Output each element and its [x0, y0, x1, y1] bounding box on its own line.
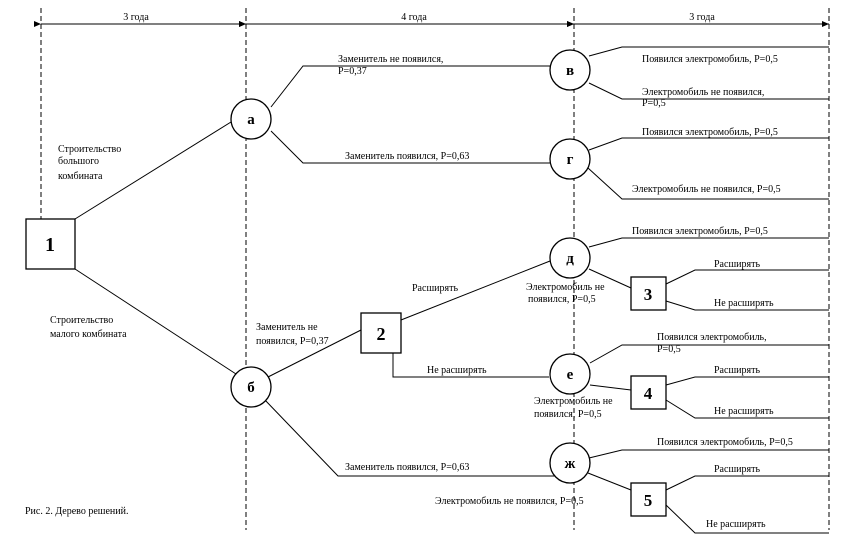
label-4-expand: Расширять — [714, 365, 760, 376]
label-2-no-expand: Не расширять — [427, 365, 487, 376]
edge-g-down — [587, 167, 829, 200]
edge-2-e — [392, 353, 549, 378]
edge-v-up — [588, 46, 829, 57]
label-5-no-expand: Не расширять — [706, 519, 766, 530]
svg-text:е: е — [567, 367, 574, 383]
decision-node-5: 5 — [630, 482, 667, 517]
edge-d-up — [588, 237, 829, 248]
label-g-up: Появился электромобиль, P=0,5 — [642, 127, 778, 138]
edge-2-d — [400, 260, 551, 321]
label-e-4-1: Электромобиль не — [534, 396, 613, 407]
edge-v-down — [588, 82, 829, 100]
label-g-down: Электромобиль не появился, P=0,5 — [632, 184, 781, 195]
edge-b-zh — [263, 398, 570, 477]
edge-a-v — [270, 65, 570, 108]
edge-zh-5 — [587, 472, 632, 491]
edge-zh-up — [588, 449, 829, 459]
label-3-expand: Расширять — [714, 259, 760, 270]
edge-5-expand — [665, 475, 829, 491]
chance-node-e: е — [549, 353, 591, 395]
figure-caption: Рис. 2. Дерево решений. — [25, 506, 128, 517]
decision-node-3: 3 — [630, 276, 667, 311]
svg-text:ж: ж — [565, 456, 576, 472]
label-b-2-1: Заменитель не — [256, 322, 318, 333]
period-label-1: 3 года — [123, 12, 149, 23]
svg-text:5: 5 — [644, 491, 653, 510]
edge-1-a — [74, 121, 232, 220]
svg-text:г: г — [567, 152, 574, 168]
label-e-4-2: появился, P=0,5 — [534, 409, 602, 420]
edge-3-no — [665, 300, 829, 311]
label-d-3-1: Электромобиль не — [526, 282, 605, 293]
label-small-plant-1: Строительство — [50, 315, 113, 326]
label-v-down-2: P=0,5 — [642, 98, 666, 109]
edge-e-4 — [589, 384, 632, 391]
chance-node-b: б — [230, 366, 272, 408]
label-a-g: Заменитель появился, P=0,63 — [345, 151, 469, 162]
edge-b-2 — [267, 329, 362, 378]
svg-text:2: 2 — [377, 324, 386, 344]
edge-d-3 — [588, 268, 632, 289]
label-small-plant-2: малого комбината — [50, 329, 127, 340]
chance-node-zh: ж — [549, 442, 591, 484]
label-big-plant-2: большого — [58, 156, 99, 167]
label-5-expand: Расширять — [714, 464, 760, 475]
label-big-plant-3: комбината — [58, 171, 103, 182]
label-d-up: Появился электромобиль, P=0,5 — [632, 226, 768, 237]
edge-e-up — [589, 344, 829, 364]
label-zh-5: Электромобиль не появился, P=0,5 — [435, 496, 584, 507]
svg-text:3: 3 — [644, 285, 653, 304]
edge-e4-no — [665, 399, 829, 419]
tree-edges — [74, 46, 829, 534]
chance-node-g: г — [549, 138, 591, 180]
chance-node-d: д — [549, 237, 591, 279]
label-d-3-2: появился, P=0,5 — [528, 294, 596, 305]
edge-a-g — [270, 130, 570, 164]
edge-3-expand — [665, 269, 829, 285]
decision-node-1: 1 — [25, 218, 76, 270]
decision-node-2: 2 — [360, 312, 402, 354]
label-2-expand: Расширять — [412, 283, 458, 294]
label-v-up: Появился электромобиль, P=0,5 — [642, 54, 778, 65]
label-big-plant-1: Строительство — [58, 144, 121, 155]
svg-text:а: а — [247, 112, 255, 128]
label-3-no-expand: Не расширять — [714, 298, 774, 309]
svg-text:4: 4 — [644, 384, 653, 403]
tree-nodes: 1 а б 2 в г д е — [25, 49, 667, 517]
chance-node-v: в — [549, 49, 591, 91]
period-label-3: 3 года — [689, 12, 715, 23]
period-label-2: 4 года — [401, 12, 427, 23]
label-v-down-1: Электромобиль не появился, — [642, 87, 764, 98]
label-e-up-1: Появился электромобиль, — [657, 332, 767, 343]
label-e-up-2: P=0,5 — [657, 344, 681, 355]
edge-1-b — [74, 268, 237, 375]
label-a-v-1: Заменитель не появился, — [338, 54, 443, 65]
label-4-no-expand: Не расширять — [714, 406, 774, 417]
label-zh-up: Появился электромобиль, P=0,5 — [657, 437, 793, 448]
period-arrows: 3 года 4 года 3 года — [34, 12, 829, 27]
edge-e4-expand — [665, 376, 829, 386]
svg-text:д: д — [566, 251, 574, 267]
svg-text:1: 1 — [45, 234, 55, 256]
edge-g-up — [588, 137, 829, 151]
edge-labels: Строительство большого комбината Строите… — [50, 54, 793, 530]
label-b-zh: Заменитель появился, P=0,63 — [345, 462, 469, 473]
edge-5-no — [665, 504, 829, 534]
label-a-v-2: P=0,37 — [338, 66, 367, 77]
label-b-2-2: появился, P=0,37 — [256, 336, 329, 347]
chance-node-a: а — [230, 98, 272, 140]
svg-text:б: б — [247, 380, 255, 396]
svg-text:в: в — [566, 63, 574, 79]
decision-node-4: 4 — [630, 375, 667, 410]
